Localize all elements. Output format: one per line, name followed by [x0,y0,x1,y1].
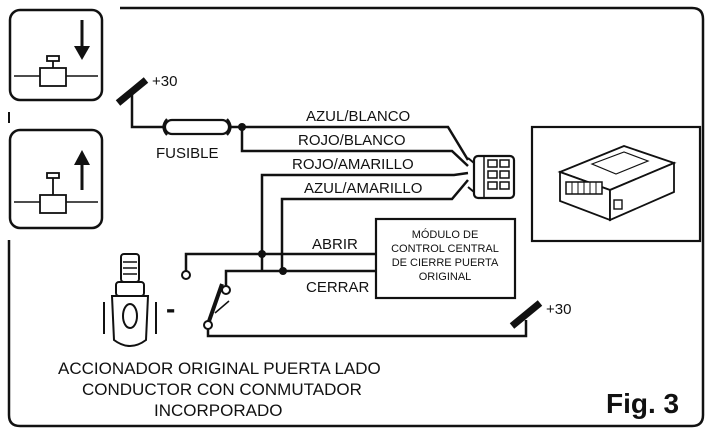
wire-label-abrir: ABRIR [312,236,358,253]
module-image-box [530,125,702,243]
wire-junction [258,250,266,258]
door-switch [203,283,231,330]
supply-terminal-bottom [509,300,543,329]
wire-rojo-amarillo [260,171,469,270]
fuse-symbol [162,118,232,136]
module-text-line1: MÓDULO DE [412,228,479,241]
wire-label-rojo-amarillo: ROJO/AMARILLO [292,156,414,173]
wire-supply-to-fuse [130,92,168,129]
supply-label-top: +30 [152,73,177,90]
wire-label-cerrar: CERRAR [306,279,370,296]
wire-rojo-blanco [240,127,469,167]
connector-plug [467,154,516,200]
frame-border [7,6,705,428]
wire-label-rojo-blanco: ROJO/BLANCO [298,132,406,149]
wire-label-azul-amarillo: AZUL/AMARILLO [304,180,422,197]
switch-minus-sign: - [166,293,175,324]
actuator-caption-line3: INCORPORADO [154,401,282,420]
module-text-line4: ORIGINAL [419,271,472,283]
fuse-label: FUSIBLE [156,145,219,162]
module-text-line3: DE CIERRE PUERTA [392,257,499,269]
supply-label-bottom: +30 [546,301,571,318]
wire-label-azul-blanco: AZUL/BLANCO [306,108,410,125]
wire-azul-blanco [230,125,470,161]
wire-cerrar [224,269,376,286]
wire-switch-to-supply [206,320,528,338]
actuator-caption-line1: ACCIONADOR ORIGINAL PUERTA LADO [58,359,381,378]
wire-azul-amarillo [280,179,469,270]
lock-down-icon [8,8,104,102]
module-text-line2: CONTROL CENTRAL [391,243,499,255]
actuator-icon [103,253,157,347]
control-module-box [374,217,517,300]
wire-abrir [184,252,376,272]
lock-up-icon [8,128,104,230]
supply-terminal-top [115,77,149,106]
wire-junction [279,267,287,275]
figure-label: Fig. 3 [606,388,679,419]
actuator-caption-line2: CONDUCTOR CON CONMUTADOR [82,380,362,399]
wire-terminal-abrir [181,270,191,280]
